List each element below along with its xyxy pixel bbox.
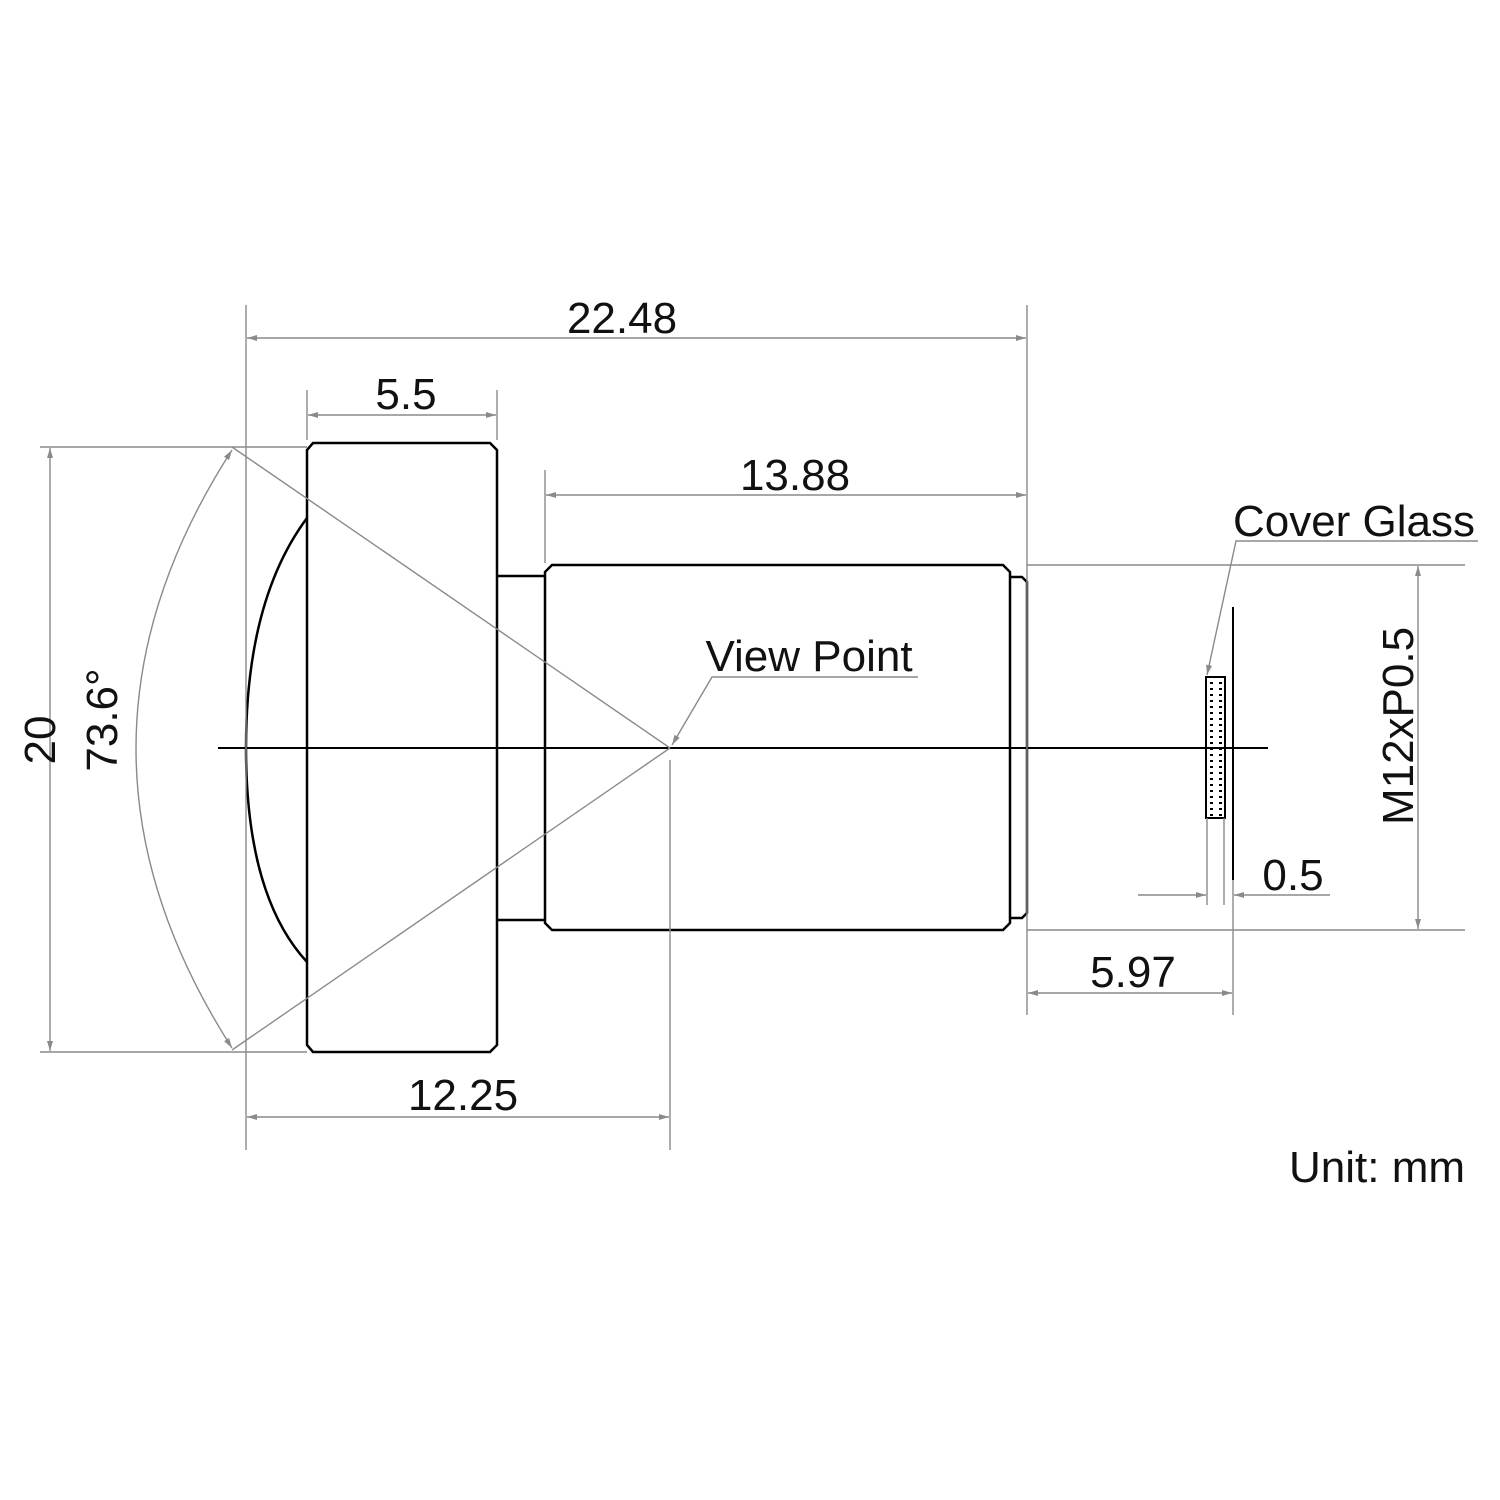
label-cover-glass: Cover Glass — [1233, 497, 1475, 546]
neck — [497, 574, 545, 922]
leaders — [671, 540, 1478, 746]
dim-thread-spec: M12xP0.5 — [1374, 627, 1423, 825]
extension-lines — [40, 305, 1465, 1150]
cover-glass-hatch — [1210, 682, 1222, 816]
dim-thread-length: 13.88 — [740, 451, 850, 500]
dim-field-of-view: 73.6° — [78, 668, 127, 771]
front-housing — [305, 441, 499, 1054]
label-unit: Unit: mm — [1289, 1143, 1465, 1192]
dim-front-diameter: 20 — [16, 716, 65, 765]
fov-lines — [135, 446, 671, 1051]
dim-back-focal: 5.97 — [1090, 948, 1176, 997]
cover-glass — [1205, 676, 1226, 819]
dim-cover-glass-thickness: 0.5 — [1262, 851, 1323, 900]
dim-view-point-distance: 12.25 — [408, 1071, 518, 1120]
fov-arc — [135, 449, 233, 1049]
threaded-barrel — [543, 563, 1012, 932]
dim-overall-length: 22.48 — [567, 294, 677, 343]
label-view-point: View Point — [705, 632, 912, 681]
dim-front-housing: 5.5 — [375, 370, 436, 419]
dimension-lines — [47, 335, 1421, 1120]
front-lens-element — [244, 517, 309, 963]
